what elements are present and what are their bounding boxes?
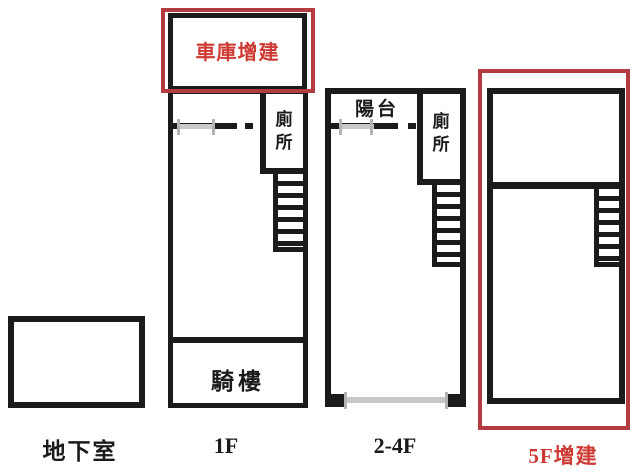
f2-4-balcony-label: 陽台 xyxy=(354,99,399,120)
f2-4-bottom-corner-right xyxy=(446,394,466,407)
f2-4-toilet-label: 廁所 xyxy=(432,112,450,154)
f5-divider-wall xyxy=(493,182,619,189)
garage-annotation-label: 車庫增建 xyxy=(195,41,280,64)
caption-f5: 5F增建 xyxy=(528,444,598,468)
f1-toilet-label: 廁所 xyxy=(275,110,293,152)
f2-4-bottom-window-symbol xyxy=(346,397,446,403)
caption-basement: 地下室 xyxy=(42,439,118,464)
window-tick xyxy=(344,392,347,409)
f1-toilet-wall-bottom xyxy=(260,168,303,174)
f1-arcade-divider xyxy=(173,337,303,343)
f2-4-door-jamb xyxy=(408,123,416,129)
f2-4-staircase xyxy=(432,185,460,267)
window-tick xyxy=(339,119,342,135)
caption-f2-4: 2-4F xyxy=(373,433,417,458)
window-tick xyxy=(212,119,215,135)
f1-staircase xyxy=(273,174,303,252)
caption-f1: 1F xyxy=(213,433,239,458)
f5-staircase xyxy=(594,189,619,267)
f2-4-window-symbol xyxy=(340,124,374,129)
f5-annotation-frame xyxy=(478,69,630,430)
f2-4-toilet-wall-left xyxy=(417,94,423,185)
basement-outline xyxy=(8,316,145,408)
f1-arcade-label: 騎樓 xyxy=(211,369,265,394)
f1-door-jamb xyxy=(245,123,253,129)
f1-window-symbol xyxy=(178,124,215,129)
f2-4-toilet-wall-bottom xyxy=(417,179,460,185)
window-tick xyxy=(445,392,448,409)
f5-outline xyxy=(487,88,625,404)
garage-outline xyxy=(168,13,307,91)
window-tick xyxy=(370,119,373,135)
window-tick xyxy=(177,119,180,135)
f2-4-outline xyxy=(325,88,466,402)
f1-toilet-wall-left xyxy=(260,91,266,174)
garage-annotation-frame xyxy=(161,8,315,93)
f2-4-bottom-corner-left xyxy=(325,394,346,407)
